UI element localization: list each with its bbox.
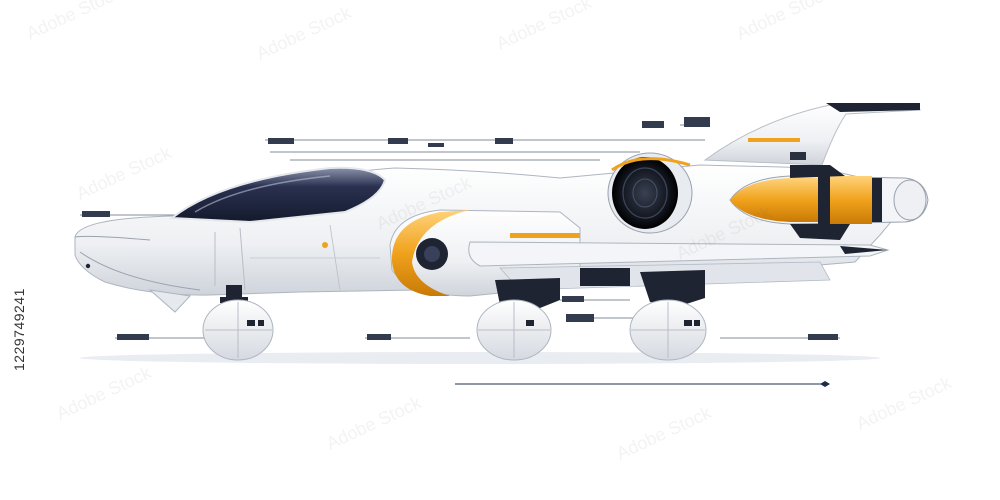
svg-text:Adobe Stock: Adobe Stock xyxy=(733,0,835,44)
front-wheel xyxy=(202,299,274,361)
svg-text:Adobe Stock: Adobe Stock xyxy=(73,142,175,204)
landing-struts xyxy=(220,268,705,308)
intake-turbine xyxy=(607,152,693,234)
svg-text:Adobe Stock: Adobe Stock xyxy=(23,0,125,44)
svg-text:Adobe Stock: Adobe Stock xyxy=(253,2,355,64)
middle-wheel xyxy=(476,299,552,361)
rear-thruster xyxy=(729,152,929,240)
rear-wheel xyxy=(629,299,707,361)
svg-text:Adobe Stock: Adobe Stock xyxy=(53,362,155,424)
svg-text:Adobe Stock: Adobe Stock xyxy=(853,372,955,434)
svg-text:Adobe Stock: Adobe Stock xyxy=(493,0,595,54)
annotation-glyphs xyxy=(82,117,838,340)
ground-lines xyxy=(80,352,880,387)
cockpit-canopy xyxy=(169,166,387,224)
stock-id-watermark: 1229749241 xyxy=(11,288,27,372)
svg-text:Adobe Stock: Adobe Stock xyxy=(613,402,715,464)
svg-text:Adobe Stock: Adobe Stock xyxy=(323,392,425,454)
tail-fin xyxy=(703,103,921,166)
